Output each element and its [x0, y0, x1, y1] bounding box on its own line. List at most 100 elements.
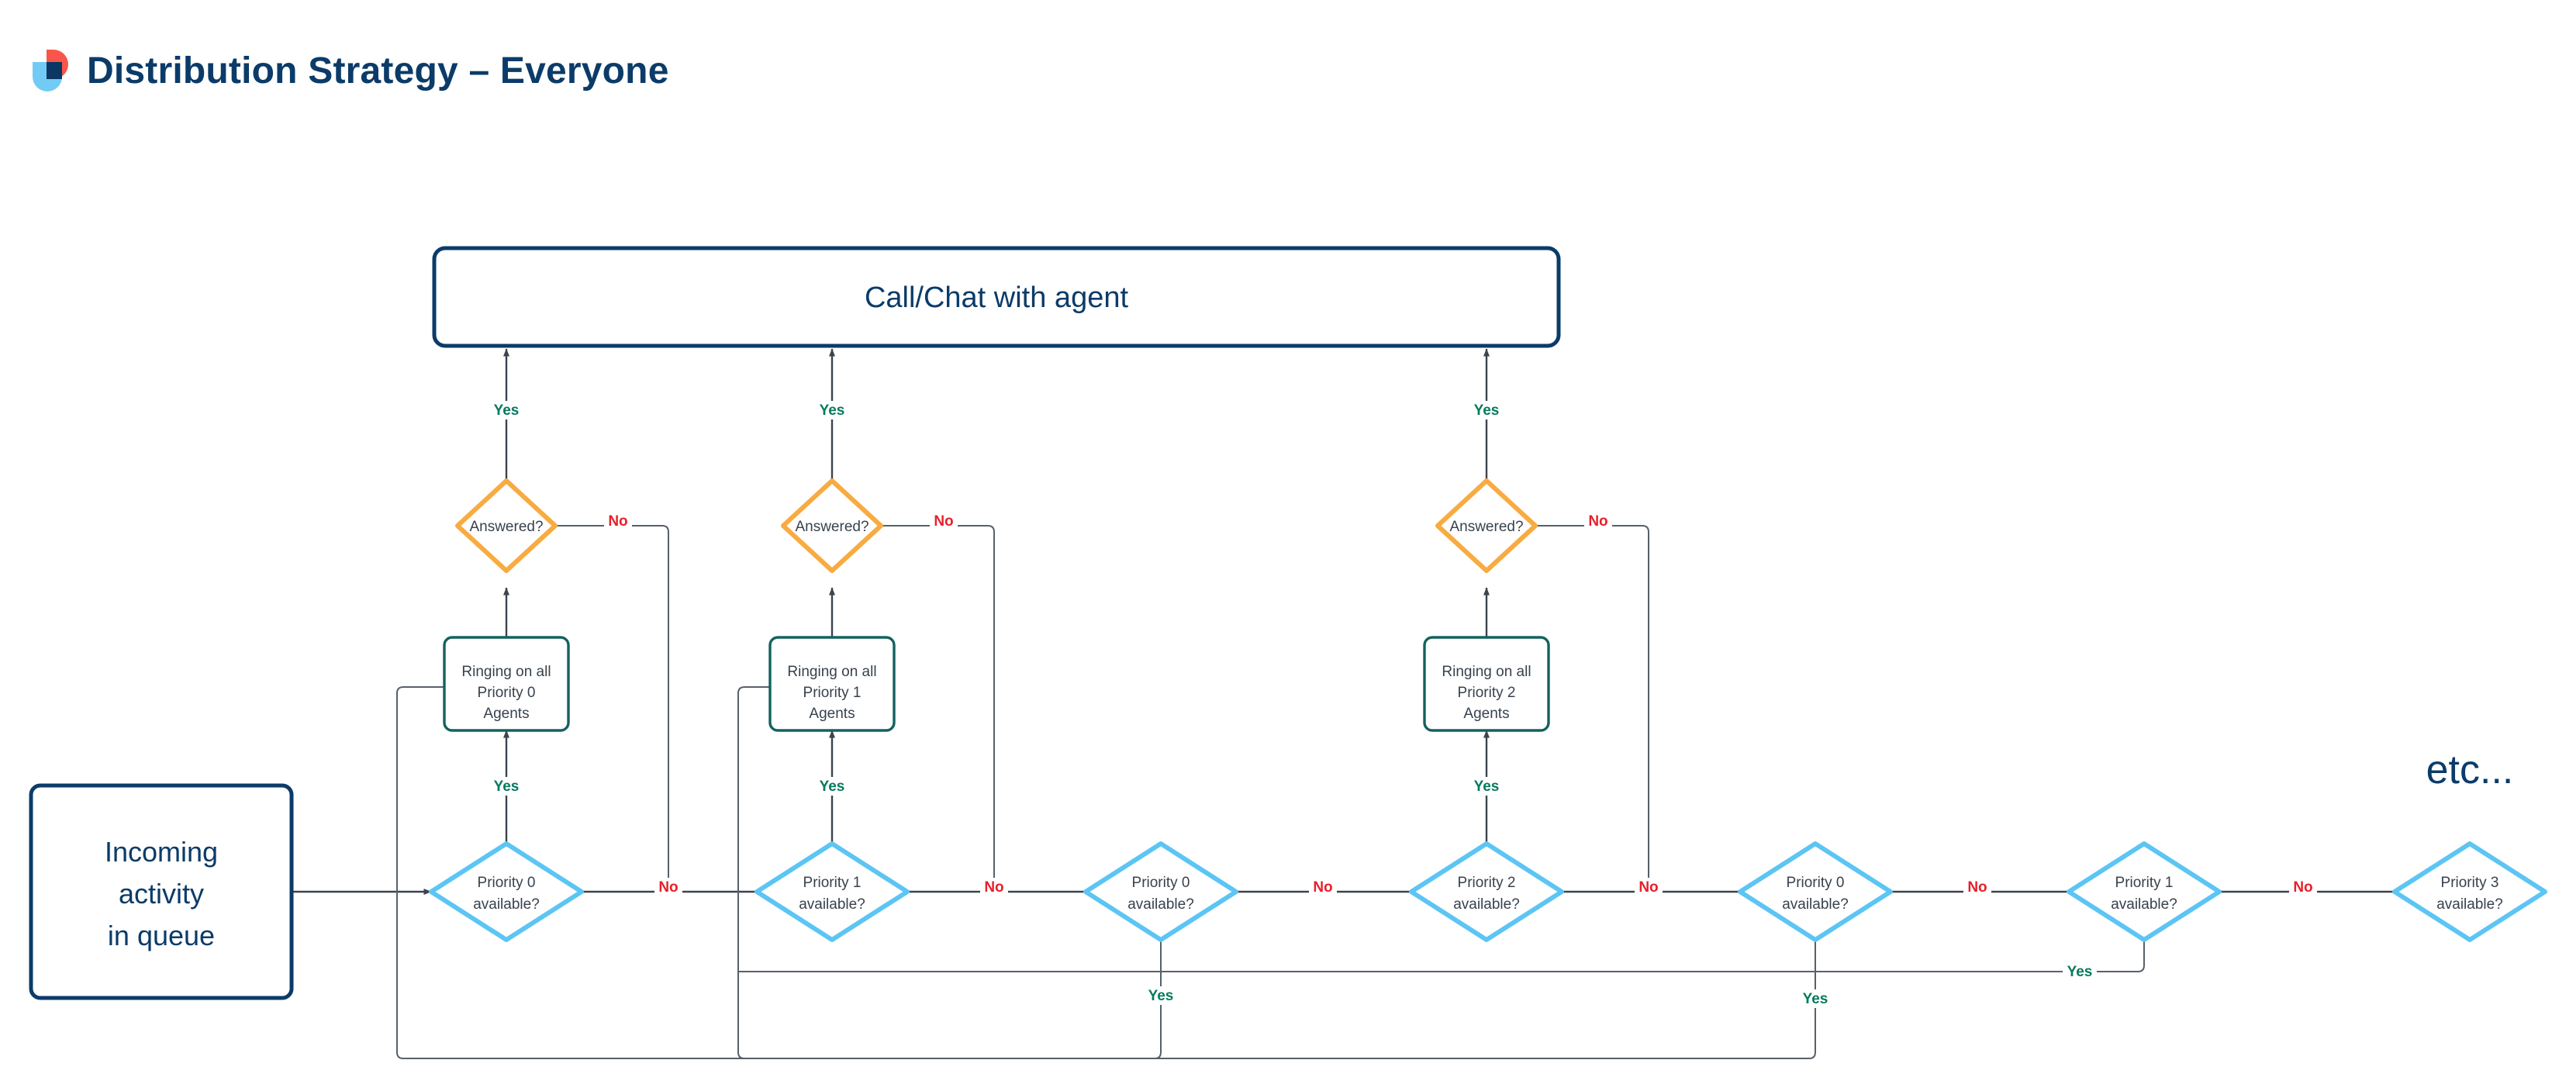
page-title: Distribution Strategy – Everyone	[87, 50, 669, 91]
node-ring-0[interactable]: Ringing on all Priority 0 Agents	[443, 636, 570, 732]
answered-2-label: Answered?	[1449, 519, 1523, 535]
node-avail-4[interactable]: Priority 0 available?	[1738, 841, 1893, 942]
brand-logo-icon	[31, 48, 68, 93]
label-answered0-no: No	[608, 513, 627, 530]
avail-5-diamond[interactable]	[2067, 841, 2222, 942]
avail-3-line-2: available?	[1453, 896, 1520, 913]
node-ring-1[interactable]: Ringing on all Priority 1 Agents	[768, 636, 896, 732]
ring-1-box[interactable]	[768, 636, 896, 732]
node-avail-3[interactable]: Priority 2 available?	[1409, 841, 1564, 942]
avail-4-line-2: available?	[1782, 896, 1849, 913]
ring-1-line-3: Agents	[809, 706, 855, 722]
label-avail3-no: No	[1638, 879, 1658, 896]
halo	[489, 777, 523, 796]
edge-avail5-yes-loop	[738, 940, 2145, 972]
incoming-line-1: Incoming	[105, 836, 218, 868]
edge-answered1-no	[881, 525, 1055, 892]
halo	[1963, 878, 1991, 896]
avail-1-diamond[interactable]	[754, 841, 910, 942]
avail-1-line-1: Priority 1	[803, 875, 862, 891]
halo	[604, 512, 632, 530]
halo	[1635, 878, 1663, 896]
edge-answered0-no	[555, 525, 729, 892]
node-avail-6[interactable]: Priority 3 available?	[2392, 841, 2547, 942]
ring-1-line-2: Priority 1	[803, 685, 862, 701]
avail-6-diamond[interactable]	[2392, 841, 2547, 942]
page-header: Distribution Strategy – Everyone	[31, 48, 669, 93]
label-avail0-yes: Yes	[494, 779, 520, 795]
label-answered0-yes: Yes	[494, 402, 520, 419]
avail-5-line-1: Priority 1	[2115, 875, 2174, 891]
avail-2-diamond[interactable]	[1083, 841, 1238, 942]
label-avail5-no: No	[2293, 879, 2312, 896]
ring-0-line-3: Agents	[483, 706, 529, 722]
label-avail5-yes: Yes	[2067, 964, 2093, 980]
edge-label-layer: Yes Yes Yes No No No Yes Yes Yes No No N…	[489, 401, 2317, 1008]
answered-1-diamond[interactable]	[781, 478, 883, 573]
halo	[815, 777, 849, 796]
incoming-activity-box[interactable]	[29, 783, 294, 1000]
label-answered1-no: No	[934, 513, 953, 530]
halo	[654, 878, 682, 896]
halo	[930, 512, 958, 530]
ring-1-line-1: Ringing on all	[787, 664, 876, 680]
node-avail-2[interactable]: Priority 0 available?	[1083, 841, 1238, 942]
avail-0-line-2: available?	[473, 896, 540, 913]
ring-0-box[interactable]	[443, 636, 570, 732]
ring-0-line-2: Priority 0	[478, 685, 536, 701]
avail-2-line-2: available?	[1127, 896, 1194, 913]
ring-2-box[interactable]	[1423, 636, 1550, 732]
halo	[1144, 986, 1178, 1005]
label-avail2-no: No	[1313, 879, 1332, 896]
answered-0-label: Answered?	[469, 519, 543, 535]
answered-2-diamond[interactable]	[1435, 478, 1538, 573]
answered-0-diamond[interactable]	[455, 478, 558, 573]
edge-answered2-no	[1535, 525, 1709, 892]
halo	[980, 878, 1008, 896]
label-avail1-no: No	[984, 879, 1003, 896]
edge-avail2-yes-loop	[396, 684, 1162, 1059]
halo	[489, 401, 523, 419]
label-avail2-yes: Yes	[1148, 988, 1174, 1004]
label-avail4-yes: Yes	[1803, 991, 1828, 1007]
halo	[1309, 878, 1337, 896]
node-avail-5[interactable]: Priority 1 available?	[2067, 841, 2222, 942]
ring-2-line-1: Ringing on all	[1442, 664, 1531, 680]
halo	[815, 401, 849, 419]
halo	[1798, 989, 1832, 1008]
avail-4-line-1: Priority 0	[1787, 875, 1845, 891]
edge-layer	[292, 348, 2405, 1059]
node-answered-2[interactable]: Answered?	[1435, 478, 1538, 573]
avail-6-line-1: Priority 3	[2441, 875, 2499, 891]
node-call-chat[interactable]: Call/Chat with agent	[432, 246, 1561, 348]
ring-0-line-1: Ringing on all	[461, 664, 551, 680]
node-ring-2[interactable]: Ringing on all Priority 2 Agents	[1423, 636, 1550, 732]
avail-4-diamond[interactable]	[1738, 841, 1893, 942]
halo	[2063, 962, 2097, 981]
incoming-line-2: activity	[119, 878, 204, 910]
node-incoming-activity[interactable]: Incoming activity in queue	[29, 783, 294, 1000]
halo	[1584, 512, 1612, 530]
label-avail3-yes: Yes	[1474, 779, 1500, 795]
avail-3-diamond[interactable]	[1409, 841, 1564, 942]
label-answered2-yes: Yes	[1474, 402, 1500, 419]
logo-navy-square	[47, 62, 62, 79]
ring-2-line-2: Priority 2	[1458, 685, 1516, 701]
avail-3-line-1: Priority 2	[1458, 875, 1516, 891]
label-avail0-no: No	[658, 879, 678, 896]
node-avail-0[interactable]: Priority 0 available?	[429, 841, 584, 942]
avail-5-line-2: available?	[2111, 896, 2177, 913]
label-avail4-no: No	[1967, 879, 1987, 896]
halo	[1469, 401, 1504, 419]
avail-0-diamond[interactable]	[429, 841, 584, 942]
call-chat-box[interactable]	[432, 246, 1561, 348]
node-avail-1[interactable]: Priority 1 available?	[754, 841, 910, 942]
node-answered-0[interactable]: Answered?	[455, 478, 558, 573]
etc-note: etc...	[2426, 747, 2514, 792]
ring-2-line-3: Agents	[1463, 706, 1509, 722]
halo	[1469, 777, 1504, 796]
incoming-line-3: in queue	[108, 920, 215, 951]
node-answered-1[interactable]: Answered?	[781, 478, 883, 573]
answered-1-label: Answered?	[795, 519, 868, 535]
